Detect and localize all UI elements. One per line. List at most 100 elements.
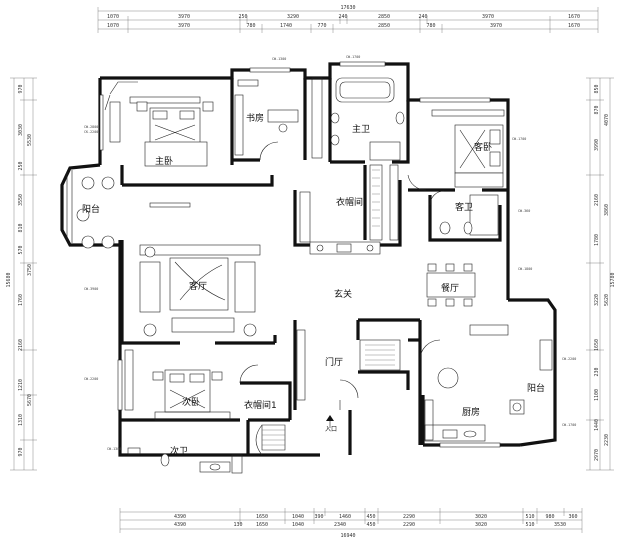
bottom-dim: 450 [366, 514, 375, 520]
right-dim: 1440 [594, 419, 600, 431]
right-dim: 2160 [594, 194, 600, 206]
left-dim: 970 [18, 84, 24, 93]
bottom-dim: 3530 [554, 522, 566, 528]
right-dim: 3860 [604, 204, 610, 216]
wardrobe-1-furniture [255, 424, 286, 456]
left-dim: 5530 [27, 134, 33, 146]
svg-text:CW-1300: CW-1300 [107, 447, 121, 451]
wardrobe-master-furniture [299, 164, 399, 255]
top-dim: 1670 [568, 14, 580, 20]
svg-text:CW-1700: CW-1700 [512, 137, 526, 141]
left-dim: 570 [18, 245, 24, 254]
sink-icon [439, 221, 451, 235]
kitchen-furniture [419, 339, 486, 442]
right-dim: 230 [594, 367, 600, 376]
top-dim: 2850 [378, 14, 390, 20]
bottom-dim: 390 [314, 514, 323, 520]
bottom-dim: 360 [568, 514, 577, 520]
left-dim: 1210 [18, 379, 24, 391]
right-dim: 870 [594, 105, 600, 114]
sink-icon [463, 430, 477, 438]
bottom-dim: 450 [366, 522, 375, 528]
bottom-dim: 510 [525, 522, 534, 528]
bottom-dim: 1040 [292, 522, 304, 528]
top-dim: 1670 [568, 23, 580, 29]
room-label-second-bath: 次卫 [170, 445, 188, 457]
top-dim: 780 [426, 23, 435, 29]
svg-text:CW-2200: CW-2200 [562, 357, 576, 361]
sofa-icon [139, 261, 161, 313]
top-dim: 3970 [482, 14, 494, 20]
bottom-dim: 4390 [174, 514, 186, 520]
entry-arrow-icon [326, 415, 334, 421]
room-label-hall: 玄关 [334, 288, 352, 300]
left-dim: 250 [18, 161, 24, 170]
top-dim: 2850 [378, 23, 390, 29]
svg-text:CW-2800: CW-2800 [84, 125, 98, 129]
room-label-foyer: 门厅 [325, 356, 343, 368]
svg-text:CW-1800: CW-1800 [518, 267, 532, 271]
top-dim: 3970 [178, 23, 190, 29]
room-label-wardrobe-master: 衣帽间 [336, 196, 363, 208]
right-dim: 2970 [594, 449, 600, 461]
svg-text:CK-2200: CK-2200 [84, 130, 98, 134]
top-dim: 1740 [280, 23, 292, 29]
bottom-dim: 2290 [403, 514, 415, 520]
room-label-study: 书房 [246, 112, 264, 124]
room-label-kitchen: 厨房 [462, 406, 480, 418]
svg-text:CW-1300: CW-1300 [272, 57, 286, 61]
top-dim: 1070 [107, 14, 119, 20]
desk-icon [267, 109, 299, 123]
guest-bedroom-furniture [407, 109, 505, 191]
right-dim: 5620 [604, 294, 610, 306]
room-label-dining: 餐厅 [441, 282, 459, 294]
left-dim: 3750 [27, 264, 33, 276]
bottom-dimension-chain: 16940 4390 1650 1040 390 1460 450 2290 3… [119, 508, 583, 539]
bottom-dim: 1650 [256, 514, 268, 520]
right-total-dim: 15780 [610, 272, 616, 287]
room-label-balcony-east: 阳台 [527, 382, 545, 394]
sink-icon [330, 134, 340, 146]
bottom-dim: 2290 [403, 522, 415, 528]
bathtub-icon [335, 77, 395, 103]
left-total-dim: 15680 [6, 272, 12, 287]
stove-icon [442, 429, 458, 439]
svg-text:CW-360: CW-360 [518, 209, 530, 213]
right-dim: 1650 [594, 339, 600, 351]
right-dim: 1780 [594, 234, 600, 246]
top-dim: 250 [238, 14, 247, 20]
shoe-cabinet [309, 241, 381, 255]
study-furniture [234, 79, 299, 161]
right-dim: 4070 [604, 114, 610, 126]
left-dim: 1760 [18, 294, 24, 306]
bottom-dim: 1040 [292, 514, 304, 520]
chair-icon [278, 123, 288, 133]
guest-bath-furniture [429, 190, 499, 236]
top-dim: 3290 [287, 14, 299, 20]
room-labels: 主卧 书房 主卫 客卧 阳台 衣帽间 客卫 客厅 玄关 餐厅 门厅 次卧 衣帽间… [82, 112, 545, 457]
toilet-icon [395, 111, 405, 125]
top-dim: 3970 [178, 14, 190, 20]
top-dim: 3970 [490, 23, 502, 29]
right-dim: 2230 [604, 434, 610, 446]
left-dimension-chain: 15680 970 3030 250 3550 810 570 1760 216… [6, 77, 37, 471]
foyer-elements [296, 329, 401, 428]
interior-walls [120, 78, 557, 455]
east-balcony-furniture [509, 339, 553, 415]
windows [99, 61, 501, 448]
bottom-dim: 1460 [339, 514, 351, 520]
toilet-icon [160, 453, 170, 467]
sofa-icon [234, 261, 256, 313]
bottom-dim: 130 [233, 522, 242, 528]
room-label-living: 客厅 [189, 280, 207, 292]
left-dim: 3030 [18, 124, 24, 136]
bottom-dim: 3020 [475, 522, 487, 528]
room-label-guest-bath: 客卫 [455, 201, 473, 213]
second-bath-furniture [127, 447, 243, 474]
left-dim: 5670 [27, 394, 33, 406]
entrance-label: 入口 [325, 426, 337, 433]
sink-counter [199, 461, 231, 473]
top-dimension-chain: 17630 1070 3970 250 3290 240 2850 240 39… [97, 5, 599, 33]
bottom-total-dim: 16940 [340, 533, 355, 539]
